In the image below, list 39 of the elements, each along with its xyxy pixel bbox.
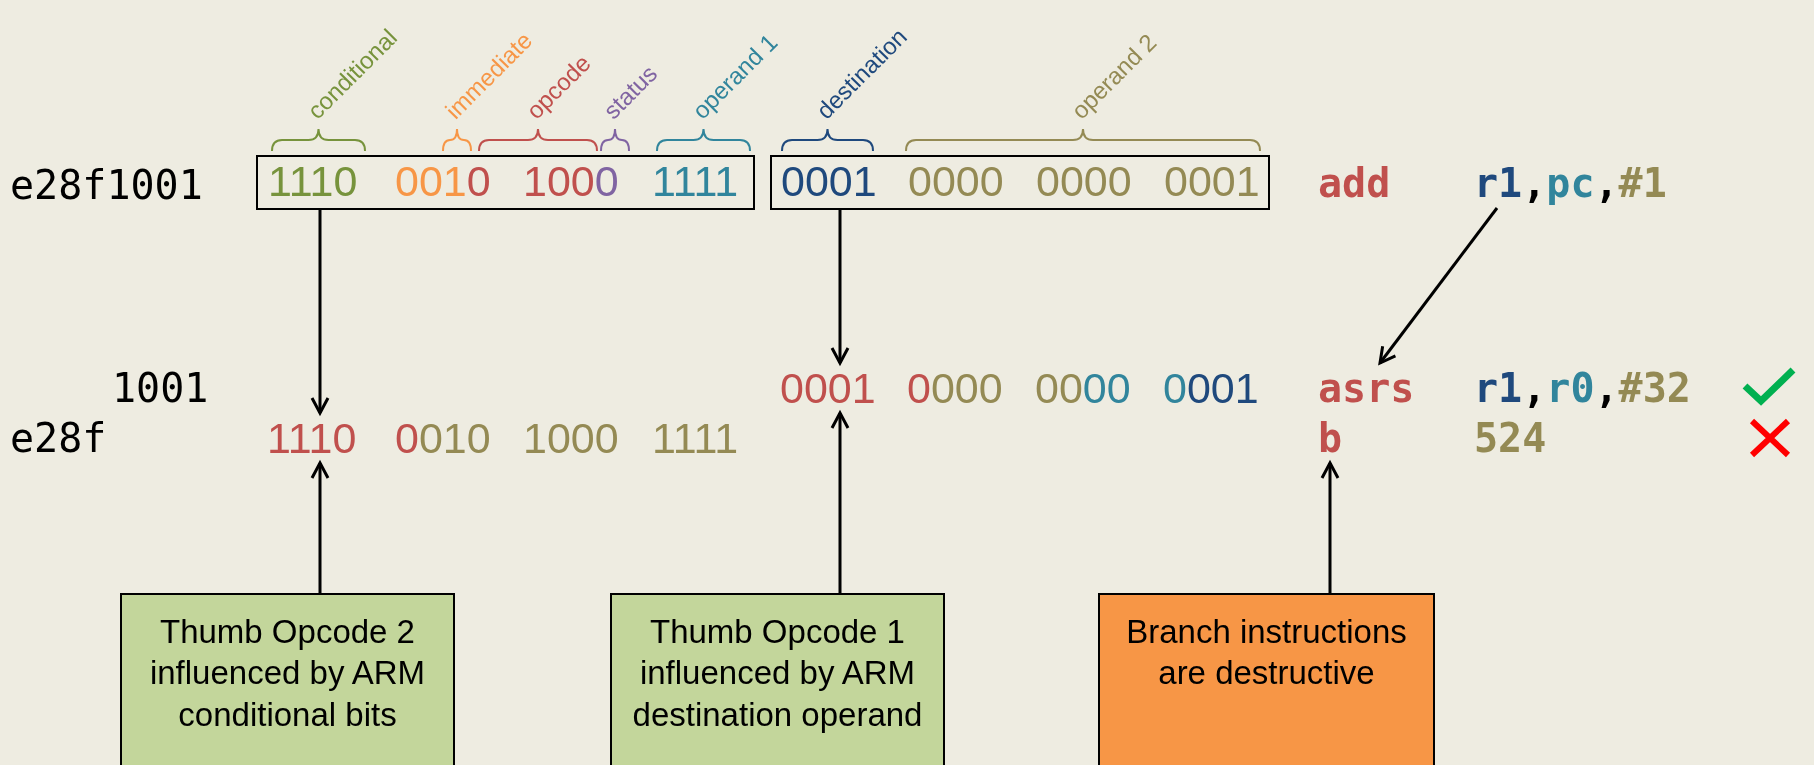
arrow [1320,461,1340,593]
mnemonic: asrs [1318,363,1415,413]
arrow [310,210,330,415]
bit-group: 1110 [268,156,358,206]
register-operands: r1,r0,#32 [1474,364,1691,413]
bit-group: 0000 [908,156,1004,206]
arrow [1378,207,1499,365]
bit-group: 1000 [523,156,619,206]
register-operands: r1,pc,#1 [1474,158,1667,208]
branch-target: 524 [1474,414,1547,463]
hex-word: e28f [10,414,107,463]
callout-text: Branch instructions are destructive [1126,613,1407,692]
hex-word: 1001 [112,364,209,413]
callout-box [1098,593,1435,765]
bit-group: 0010 [395,413,491,463]
bit-group: 1111 [652,156,739,206]
arrow [830,210,850,365]
bit-field-box [256,155,755,210]
bit-group: 1000 [523,413,619,463]
bit-group: 1111 [652,413,739,463]
arrow [310,461,330,593]
bit-field-box [770,155,1270,210]
callout-box [610,593,945,765]
mnemonic: add [1318,159,1391,208]
callout-text: Thumb Opcode 2 influenced by ARM conditional bits [149,613,426,733]
bit-group: 0001 [780,363,876,413]
mnemonic: b [1318,413,1343,463]
bit-group: 0000 [907,363,1003,413]
arrow [830,411,850,593]
bit-group: 0000 [1035,363,1131,413]
bit-group: 0010 [395,156,491,206]
callout-text: Thumb Opcode 1 influenced by ARM destination operand [632,613,923,733]
bit-group: 0000 [1036,156,1132,206]
bit-group: 0001 [1164,156,1260,206]
bit-group: 0001 [1163,363,1259,413]
hex-word: e28f1001 [10,161,203,210]
callout-box [120,593,455,765]
bit-group: 1110 [267,413,357,463]
bit-group: 0001 [781,156,877,206]
